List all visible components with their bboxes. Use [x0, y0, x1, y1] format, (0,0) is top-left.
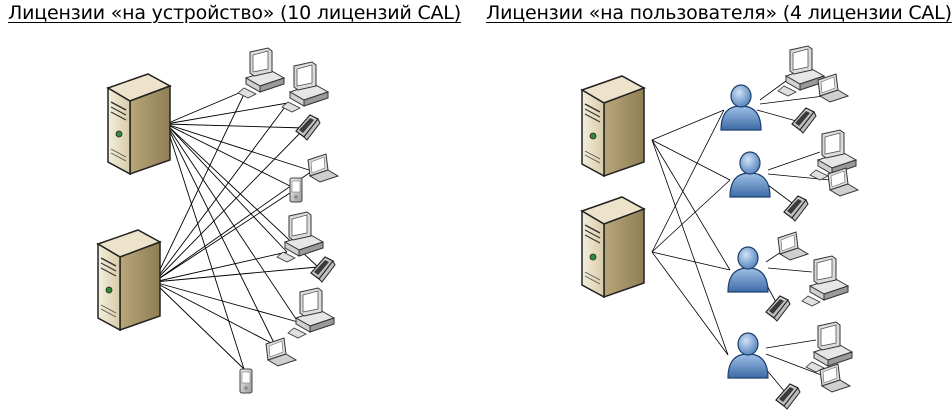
mobile-phone-icon — [310, 256, 336, 283]
laptop-icon — [817, 73, 849, 103]
link-s2-d9 — [153, 281, 276, 346]
right-server-user-links — [651, 109, 731, 356]
user-icon — [720, 84, 762, 131]
laptop-icon — [265, 337, 297, 367]
link-s1-d3 — [165, 123, 306, 129]
desktop-computer-icon — [287, 287, 335, 339]
link-s2-d5 — [153, 188, 297, 283]
right-user-device-links — [756, 77, 831, 393]
desktop-computer-icon — [281, 61, 329, 113]
desktop-computer-icon — [805, 321, 853, 373]
laptop-icon — [819, 363, 851, 393]
left-panel — [97, 47, 339, 394]
link-s1-d6 — [165, 123, 288, 253]
link-s1-d4 — [165, 123, 313, 172]
server-icon — [107, 73, 171, 175]
link-s1-d9 — [165, 123, 276, 346]
user-icon — [727, 246, 769, 293]
link-s2-d4 — [153, 170, 313, 283]
mobile-phone-icon — [775, 383, 801, 410]
right-panel — [581, 45, 859, 410]
server-icon — [581, 196, 645, 298]
server-icon — [97, 229, 161, 331]
link-s2-d10 — [153, 281, 245, 370]
link-s2-d3 — [153, 127, 306, 283]
desktop-computer-icon — [777, 45, 825, 97]
mobile-phone-icon — [765, 295, 791, 322]
link-s2-d8 — [153, 281, 299, 323]
server-icon — [581, 75, 645, 177]
user-icon — [729, 151, 771, 198]
desktop-computer-icon — [801, 255, 849, 307]
laptop-icon — [827, 167, 859, 197]
link-s2-d7 — [153, 266, 319, 283]
title-user-licenses: Лицензии «на пользователя» (4 лицензии C… — [486, 2, 952, 24]
link-s2-d1 — [153, 89, 247, 283]
link-s1-d8 — [165, 123, 299, 323]
user-icon — [727, 332, 769, 379]
desktop-computer-icon — [276, 211, 324, 263]
desktop-computer-icon — [237, 47, 285, 99]
pda-icon — [289, 177, 303, 203]
link-s1-d2 — [165, 102, 289, 125]
link-s1-d1 — [165, 89, 247, 125]
link-s2-d2 — [153, 102, 289, 283]
laptop-icon — [307, 153, 339, 183]
laptop-icon — [777, 231, 809, 261]
mobile-phone-icon — [295, 114, 321, 141]
link-s2-d6 — [153, 251, 288, 283]
title-device-licenses: Лицензии «на устройство» (10 лицензий CA… — [8, 2, 461, 24]
mobile-phone-icon — [791, 107, 817, 134]
pda-icon — [239, 368, 253, 394]
link-s1-d5 — [165, 123, 297, 190]
